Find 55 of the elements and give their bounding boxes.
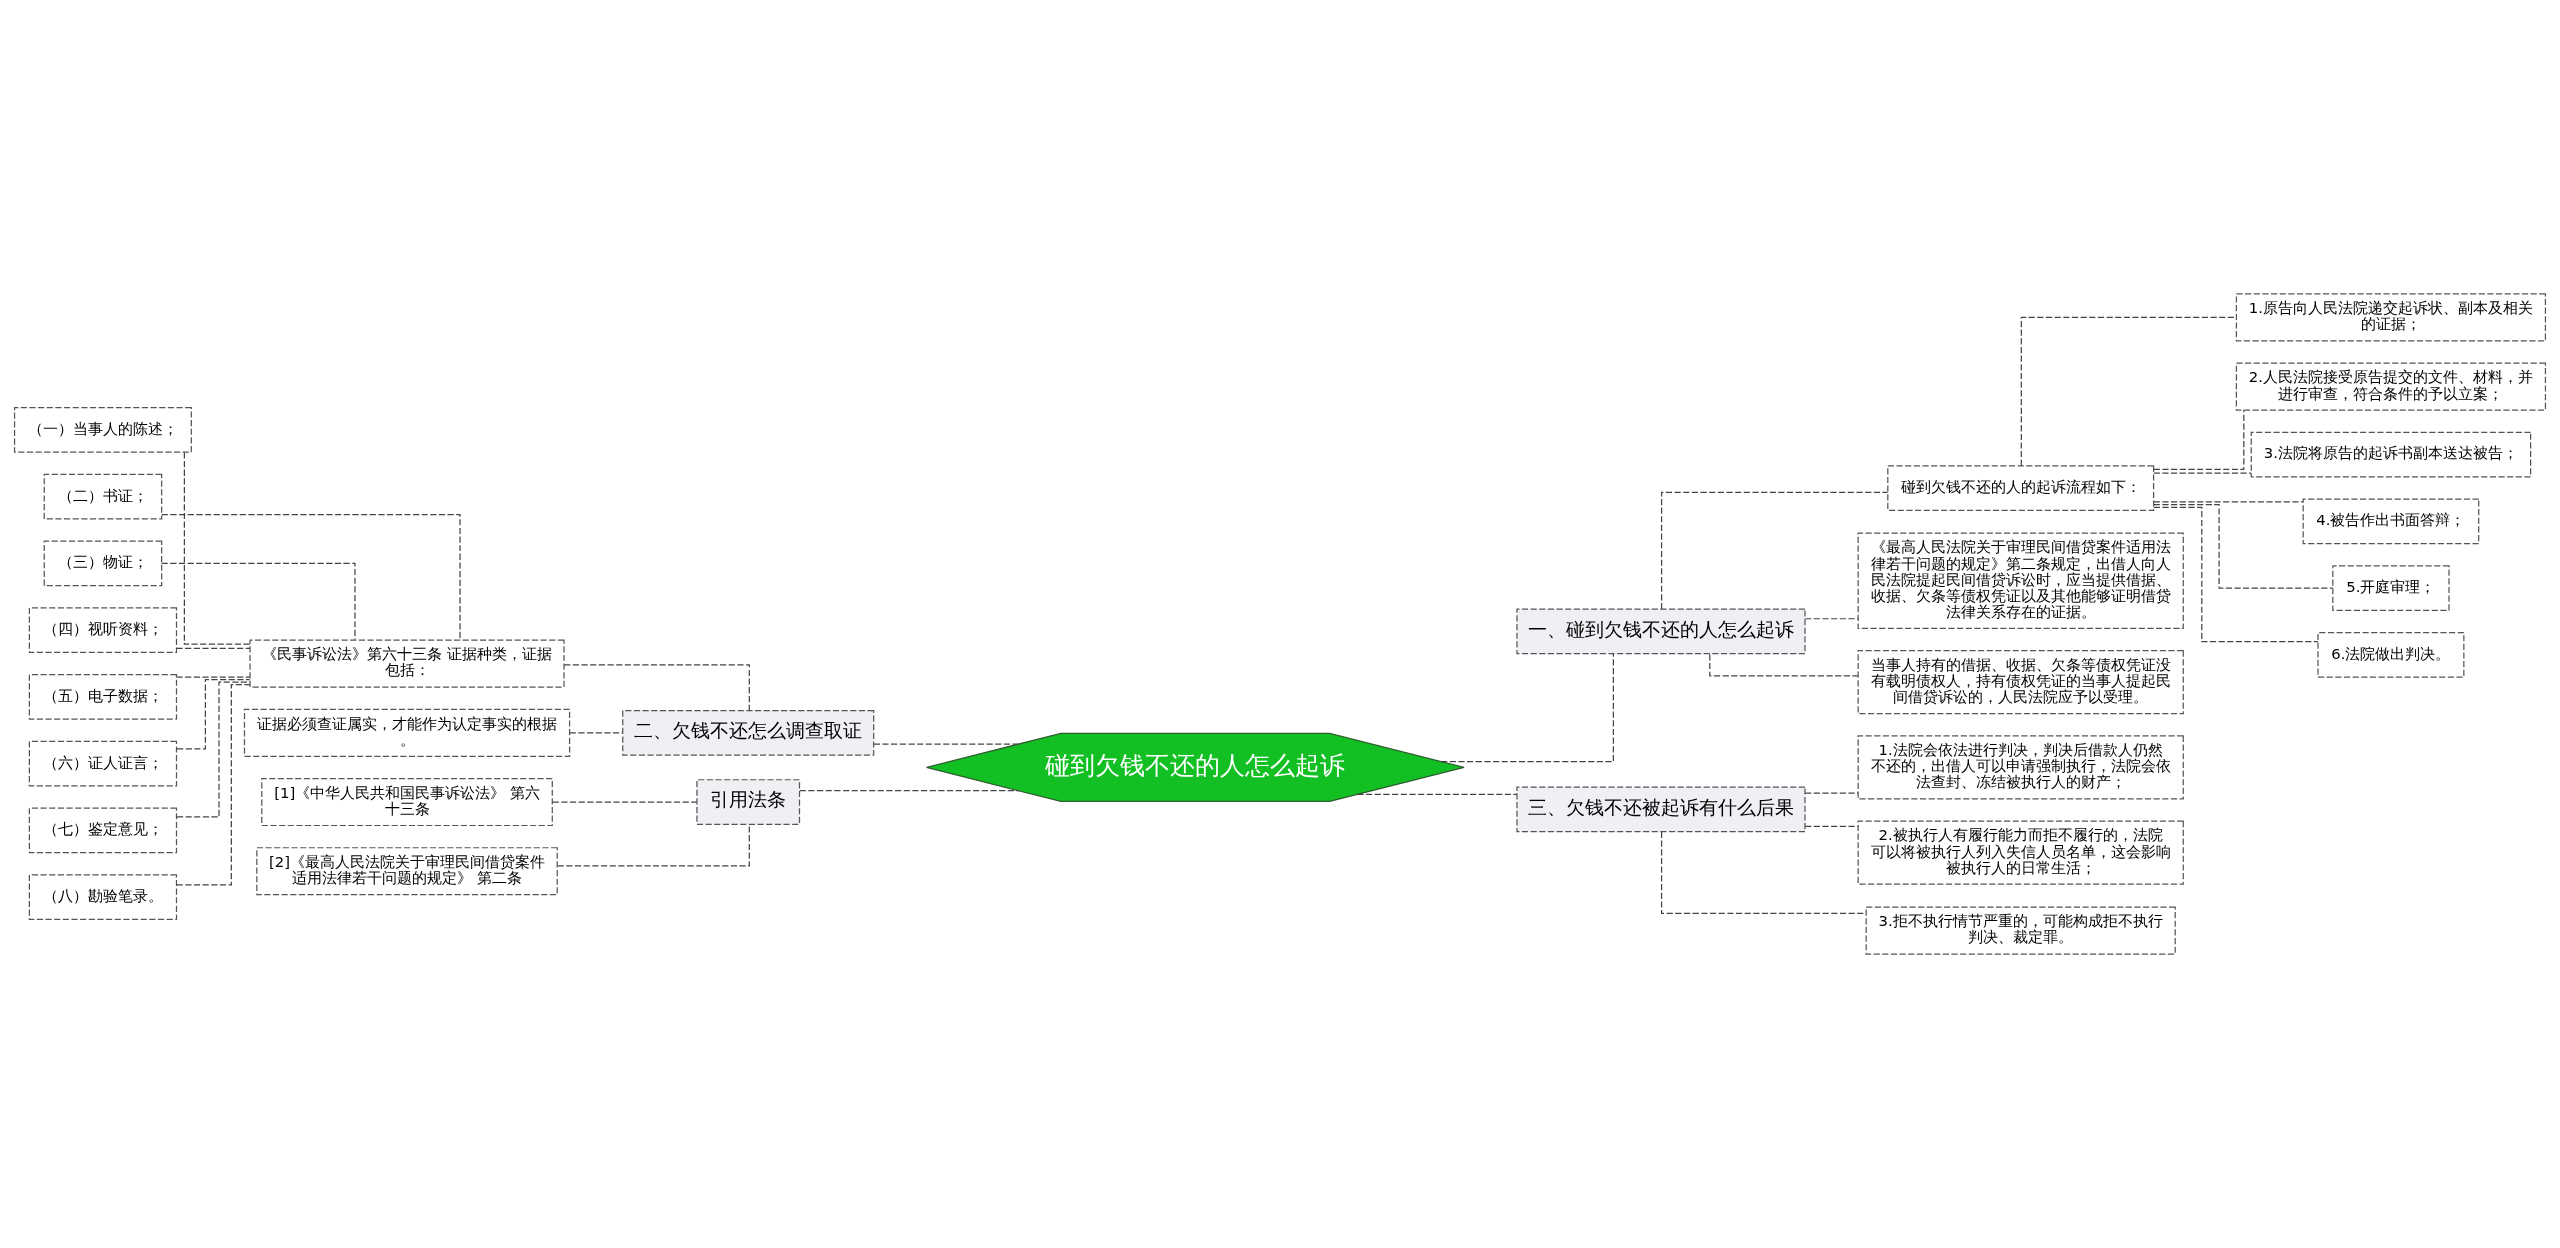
connector [563, 664, 750, 712]
connector [176, 681, 251, 818]
connector [2020, 316, 2237, 467]
connector [1804, 792, 1859, 794]
connector [557, 823, 750, 867]
node-box: 当事人持有的借据、收据、欠条等债权凭证没有载明债权人，持有债权凭证的当事人提起民间借贷诉讼的，人民法院应予以受理。 [1857, 649, 2184, 715]
node-box: [1]《中华人民共和国民事诉讼法》 第六十三条 [261, 777, 553, 827]
connector [1660, 491, 1889, 610]
node-box: [2]《最高人民法院关于审理民间借贷案件适用法律若干问题的规定》 第二条 [256, 847, 558, 896]
connector [2153, 501, 2304, 503]
node-box: 1.法院会依法进行判决，判决后借款人仍然不还的，出借人可以申请强制执行，法院会依法查封、冻结被执行人的财产； [1857, 735, 2184, 800]
connector [1660, 831, 1867, 914]
node-box: 2.被执行人有履行能力而拒不履行的，法院可以将被执行人列入失信人员名单，这会影响被执行人的日常生活； [1857, 820, 2184, 885]
connector [1356, 793, 1518, 796]
node-box: 二、欠钱不还怎么调查取证 [622, 709, 875, 756]
connector [176, 679, 251, 750]
node-box: （二）书证； [43, 473, 163, 520]
node-box: 2.人民法院接受原告提交的文件、材料，并进行审查，符合条件的予以立案； [2235, 362, 2547, 411]
node-box: 4.被告作出书面答辩； [2302, 498, 2480, 545]
node-box: 1.原告向人民法院递交起诉状、副本及相关的证据； [2235, 293, 2547, 342]
node-box: 5.开庭审理； [2332, 565, 2450, 611]
node-box: （四）视听资料； [28, 607, 178, 654]
node-box: 《最高人民法院关于审理民间借贷案件适用法律若干问题的规定》第二条规定，出借人向人民法院提起民间借贷诉讼时，应当提供借据、收据、欠条等债权凭证以及其他能够证明借贷法律关系存在的证据。 [1857, 532, 2184, 629]
node-box: 6.法院做出判决。 [2317, 632, 2465, 678]
node-box: 三、欠钱不还被起诉有什么后果 [1516, 786, 1806, 833]
connector [2152, 504, 2334, 589]
connector [161, 514, 461, 641]
connector [1804, 618, 1859, 620]
connector [175, 676, 251, 678]
connector [175, 647, 251, 649]
connector [1440, 653, 1614, 763]
node-box: （八）勘验笔录。 [28, 874, 178, 921]
node-box: 3.拒不执行情节严重的，可能构成拒不执行判决、裁定罪。 [1865, 906, 2176, 955]
node-box: 《民事诉讼法》第六十三条 证据种类，证据包括： [249, 639, 565, 688]
node-box: 一、碰到欠钱不还的人怎么起诉 [1516, 608, 1806, 655]
connector [175, 683, 251, 886]
node-box: 证据必须查证属实，才能作为认定事实的根据。 [243, 708, 571, 757]
node-box: （五）电子数据； [28, 674, 178, 720]
connector [2153, 506, 2319, 643]
connector [873, 743, 1020, 745]
connector [1804, 825, 1859, 828]
node-box: （一）当事人的陈述； [13, 407, 192, 453]
connector [2153, 472, 2252, 474]
node-box: 碰到欠钱不还的人的起诉流程如下： [1887, 465, 2155, 511]
connector [183, 451, 251, 645]
connector [569, 732, 623, 734]
node-box: （三）物证； [43, 540, 163, 587]
connector [552, 801, 698, 803]
node-box: （七）鉴定意见； [28, 807, 178, 854]
connector [799, 790, 1020, 792]
node-box: 3.法院将原告的起诉书副本送达被告； [2250, 431, 2532, 478]
connector [161, 562, 356, 641]
connector [2153, 409, 2245, 471]
node-box: 引用法条 [696, 779, 801, 825]
node-box: （六）证人证言； [28, 740, 178, 787]
